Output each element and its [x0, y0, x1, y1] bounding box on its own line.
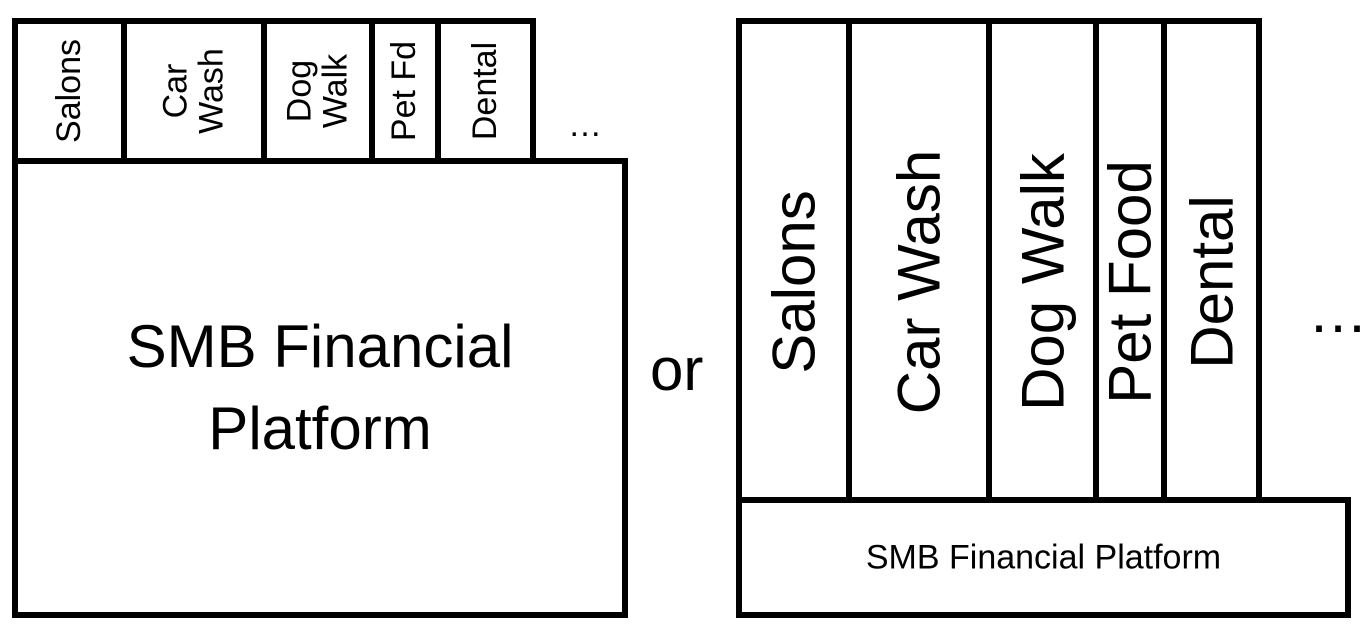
right-vertical-label: Dental — [1178, 195, 1245, 369]
left-vertical-car-wash: Car Wash — [121, 18, 267, 164]
right-vertical-dog-walk: Dog Walk — [986, 18, 1099, 503]
left-vertical-label: Salons — [49, 39, 88, 143]
left-vertical-label: Dog Walk — [280, 53, 354, 129]
left-vertical-pet-food: Pet Fd — [369, 18, 441, 164]
right-vertical-label: Car Wash — [885, 149, 953, 415]
right-platform: SMB Financial Platform — [736, 497, 1351, 618]
left-vertical-salons: Salons — [12, 18, 127, 164]
left-vertical-label: Pet Fd — [385, 40, 424, 142]
right-vertical-label: Salons — [760, 190, 828, 374]
or-label: or — [650, 336, 704, 403]
right-vertical-salons: Salons — [736, 18, 852, 503]
right-platform-label: SMB Financial Platform — [865, 538, 1222, 576]
right-ellipsis: … — [1308, 278, 1368, 345]
left-platform-label: SMB Financial Platform — [126, 313, 514, 462]
right-vertical-pet-food: Pet Food — [1093, 18, 1167, 503]
left-vertical-dental: Dental — [435, 18, 536, 164]
right-vertical-dental: Dental — [1161, 18, 1262, 503]
left-vertical-dog-walk: Dog Walk — [261, 18, 375, 164]
right-vertical-car-wash: Car Wash — [846, 18, 992, 503]
right-vertical-label: Pet Food — [1096, 160, 1164, 404]
left-platform: SMB Financial Platform — [12, 158, 628, 618]
right-vertical-label: Dog Walk — [1009, 153, 1076, 411]
left-vertical-label: Dental — [465, 41, 504, 141]
left-vertical-label: Car Wash — [156, 48, 230, 134]
left-ellipsis: … — [568, 106, 602, 144]
